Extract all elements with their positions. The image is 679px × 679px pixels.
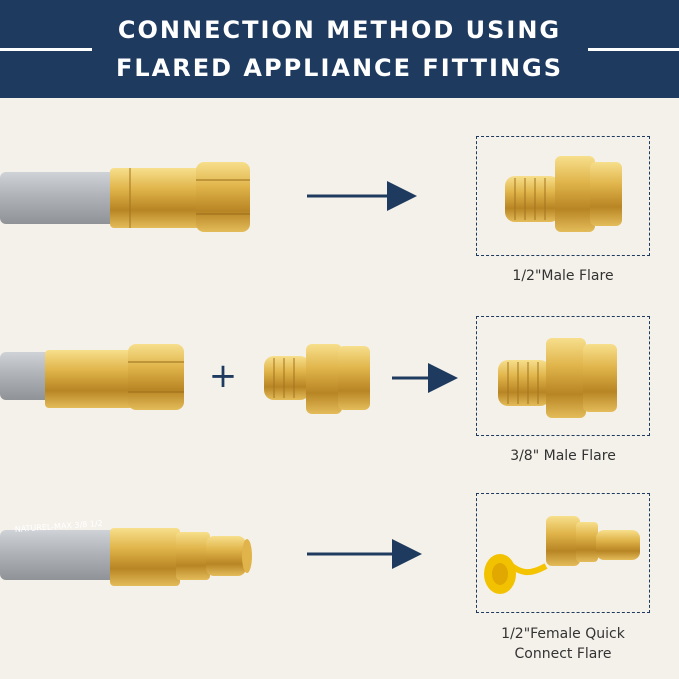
adapter-fitting (264, 344, 370, 414)
male-flare-fitting-1 (505, 156, 622, 232)
title-line-1: CONNECTION METHOD USING (117, 16, 562, 44)
caption-1-line-1: 1/2"Male Flare (512, 268, 614, 284)
fitting-frame-3 (476, 493, 650, 613)
header-right-rule (588, 48, 679, 51)
caption-3-line-2: Connect Flare (514, 646, 612, 662)
caption-3: 1/2"Female Quick Connect Flare (473, 624, 653, 664)
caption-2-line-1: 3/8" Male Flare (510, 448, 616, 464)
caption-1: 1/2"Male Flare (473, 266, 653, 286)
title-line-2: FLARED APPLIANCE FITTINGS (115, 54, 564, 82)
hose-row-2 (0, 344, 184, 410)
caption-2: 3/8" Male Flare (473, 446, 653, 466)
caption-3-line-1: 1/2"Female Quick (501, 626, 625, 642)
fitting-frame-1 (476, 136, 650, 256)
fitting-frame-2 (476, 316, 650, 436)
hose-row-3 (0, 528, 252, 586)
quick-connect-fitting (484, 516, 640, 594)
male-flare-fitting-2 (498, 338, 617, 418)
hose-row-1 (0, 162, 250, 232)
header-banner: CONNECTION METHOD USING FLARED APPLIANCE… (0, 0, 679, 98)
plus-operator: + (208, 356, 238, 396)
header-left-rule (0, 48, 92, 51)
